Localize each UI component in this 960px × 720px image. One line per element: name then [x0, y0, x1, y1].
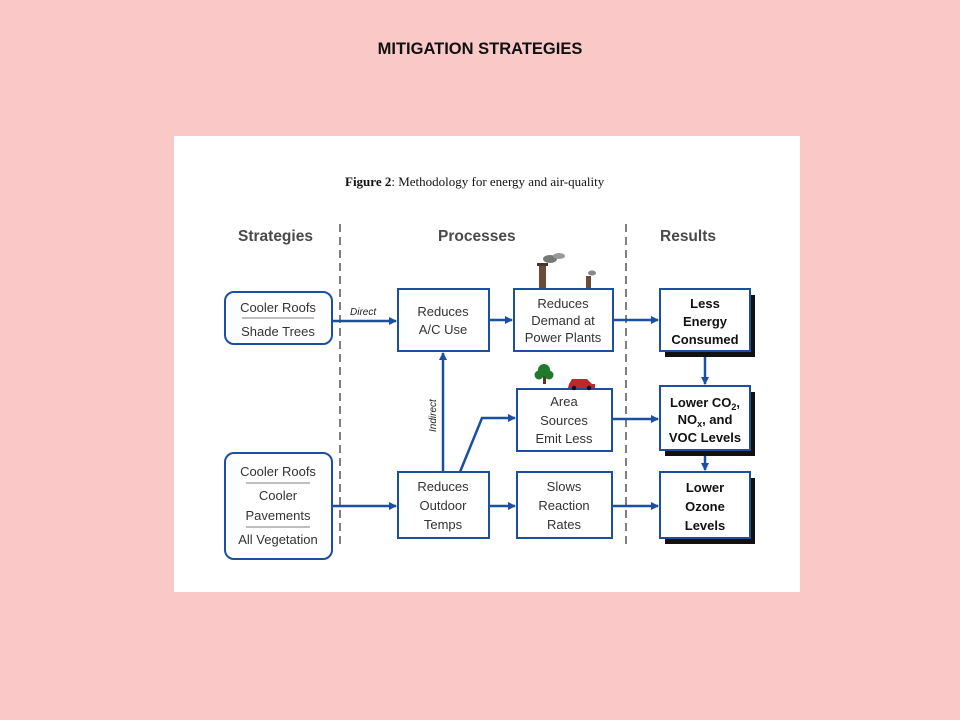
process-box-area-sources: Area Sources Emit Less	[516, 388, 613, 452]
car-icon	[568, 379, 595, 391]
svg-text:Levels: Levels	[685, 518, 725, 533]
svg-text:All Vegetation: All Vegetation	[238, 532, 318, 547]
svg-text:Shade Trees: Shade Trees	[241, 324, 315, 339]
svg-text:NOx, and: NOx, and	[678, 412, 733, 429]
svg-text:Cooler Roofs: Cooler Roofs	[240, 464, 316, 479]
figure-panel: Figure 2: Methodology for energy and air…	[174, 136, 800, 592]
svg-text:Slows: Slows	[547, 479, 582, 494]
process-box-ac-use: Reduces A/C Use	[397, 288, 490, 352]
slide-title: MITIGATION STRATEGIES	[377, 40, 583, 58]
svg-text:Reduces: Reduces	[417, 479, 469, 494]
label-indirect: Indirect	[428, 398, 439, 432]
result-box-emissions: Lower CO2, NOx, and VOC Levels	[659, 385, 755, 456]
svg-text:Reduces: Reduces	[537, 296, 589, 311]
svg-text:Temps: Temps	[424, 517, 463, 532]
arrow-outdoor-to-area	[458, 414, 516, 473]
svg-text:Consumed: Consumed	[671, 332, 738, 347]
svg-text:Reduces: Reduces	[417, 304, 469, 319]
svg-text:Emit Less: Emit Less	[535, 431, 593, 446]
result-box-energy: Less Energy Consumed	[659, 288, 755, 357]
svg-text:Ozone: Ozone	[685, 499, 725, 514]
header-results: Results	[660, 228, 716, 245]
svg-text:Energy: Energy	[683, 314, 728, 329]
strategy-box-bottom: Cooler Roofs Cooler Pavements All Vegeta…	[224, 452, 333, 560]
svg-text:Outdoor: Outdoor	[420, 498, 468, 513]
figure-caption: Figure 2: Methodology for energy and air…	[345, 174, 605, 189]
process-box-power-demand: Reduces Demand at Power Plants	[513, 288, 614, 352]
svg-text:Demand at: Demand at	[531, 313, 595, 328]
methodology-diagram: Figure 2: Methodology for energy and air…	[224, 174, 755, 560]
factory-smokestack-icon	[537, 253, 596, 288]
tree-icon	[534, 364, 554, 384]
svg-text:Area: Area	[550, 394, 578, 409]
svg-text:A/C Use: A/C Use	[419, 322, 467, 337]
svg-text:Pavements: Pavements	[245, 508, 311, 523]
svg-text:Cooler Roofs: Cooler Roofs	[240, 300, 316, 315]
svg-text:Lower: Lower	[686, 480, 724, 495]
strategy-box-top: Cooler Roofs Shade Trees	[224, 291, 333, 345]
svg-text:VOC Levels: VOC Levels	[669, 430, 741, 445]
process-box-outdoor-temps: Reduces Outdoor Temps	[397, 471, 490, 539]
svg-text:Lower CO2,: Lower CO2,	[670, 395, 740, 412]
svg-text:Reaction: Reaction	[538, 498, 589, 513]
svg-text:Less: Less	[690, 296, 720, 311]
svg-text:Rates: Rates	[547, 517, 581, 532]
svg-text:Cooler: Cooler	[259, 488, 298, 503]
header-processes: Processes	[438, 228, 516, 245]
process-box-reaction-rates: Slows Reaction Rates	[516, 471, 613, 539]
result-box-ozone: Lower Ozone Levels	[659, 471, 755, 544]
svg-text:Power Plants: Power Plants	[525, 330, 602, 345]
svg-text:Sources: Sources	[540, 413, 588, 428]
header-strategies: Strategies	[238, 228, 313, 245]
label-direct: Direct	[350, 307, 377, 318]
